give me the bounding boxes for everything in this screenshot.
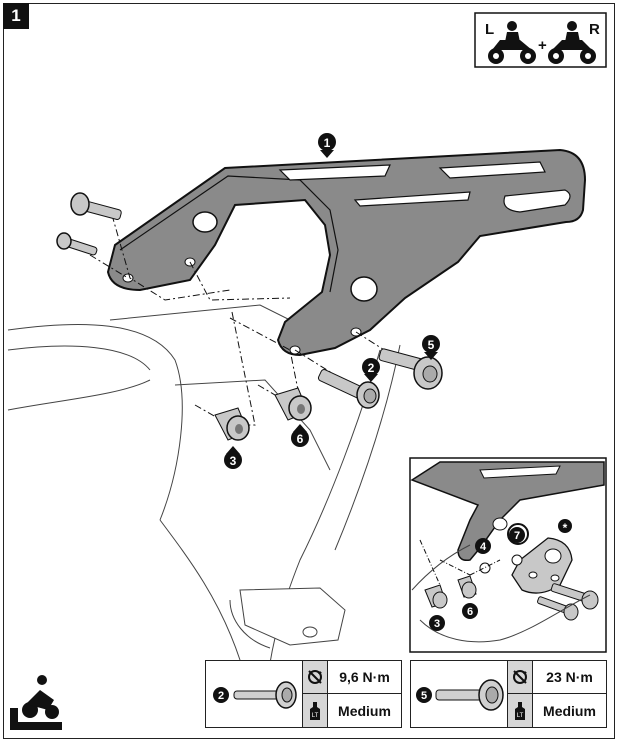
svg-text:6: 6 <box>297 432 304 446</box>
threadlock-strength: Medium <box>543 702 596 719</box>
bolt-upper-left <box>70 192 122 221</box>
svg-text:3: 3 <box>434 618 440 630</box>
threadlock-strength: Medium <box>338 702 391 719</box>
svg-text:LT: LT <box>517 713 524 719</box>
svg-text:7: 7 <box>514 530 520 542</box>
step-number-badge: 1 <box>3 3 29 29</box>
svg-text:5: 5 <box>421 690 427 702</box>
svg-text:6: 6 <box>467 606 473 618</box>
svg-text:2: 2 <box>368 361 375 375</box>
motorcycle-tail-outline <box>7 304 401 701</box>
torque-table-bolt-illustration: 2 <box>206 661 303 727</box>
motorcycle-rider-right-icon <box>548 21 596 64</box>
svg-text:3: 3 <box>230 454 237 468</box>
seat-removed-rider-icon <box>10 675 62 730</box>
callout-3: 3 <box>224 446 242 469</box>
torque-wrench-icon <box>508 661 533 693</box>
motorcycle-rider-left-icon <box>488 21 536 64</box>
inset-asterisk-marker: * <box>558 519 572 535</box>
side-indicator: L + R <box>474 12 607 68</box>
torque-value: 9,6 N·m <box>339 669 390 685</box>
bolt-lower-left <box>56 232 98 256</box>
torque-value: 23 N·m <box>546 669 593 685</box>
svg-text:5: 5 <box>428 338 435 352</box>
bolt-5 <box>378 348 443 390</box>
inset-callout-3: 3 <box>429 615 445 631</box>
callout-6: 6 <box>291 424 309 447</box>
svg-text:*: * <box>563 521 568 535</box>
luggage-rack <box>106 148 587 357</box>
svg-text:2: 2 <box>218 690 224 702</box>
spacer-6 <box>274 387 312 421</box>
svg-text:4: 4 <box>480 541 487 553</box>
svg-text:LT: LT <box>312 713 319 719</box>
inset-callout-7: 7 <box>509 527 525 543</box>
inset-callout-6: 6 <box>462 603 478 619</box>
threadlock-icon: LT <box>303 694 328 727</box>
svg-text:1: 1 <box>324 136 331 150</box>
torque-table-bolt-illustration: 5 <box>411 661 508 727</box>
bolt-2 <box>317 369 380 409</box>
torque-table-bolt-5: 5 23 N·m LT Medium <box>410 660 607 728</box>
svg-text:L: L <box>485 21 494 38</box>
torque-wrench-icon <box>303 661 328 693</box>
svg-text:R: R <box>589 21 600 38</box>
spacer-3 <box>214 407 250 441</box>
svg-text:+: + <box>538 37 547 54</box>
threadlock-icon: LT <box>508 694 533 727</box>
callout-1: 1 <box>318 133 336 158</box>
callout-2: 2 <box>362 358 380 382</box>
torque-table-bolt-2: 2 9,6 N·m LT Medium <box>205 660 402 728</box>
detail-inset: 4 7 3 6 * <box>409 457 607 653</box>
inset-callout-4: 4 <box>475 538 491 554</box>
diagram-frame <box>3 3 615 739</box>
callout-5: 5 <box>422 335 440 360</box>
